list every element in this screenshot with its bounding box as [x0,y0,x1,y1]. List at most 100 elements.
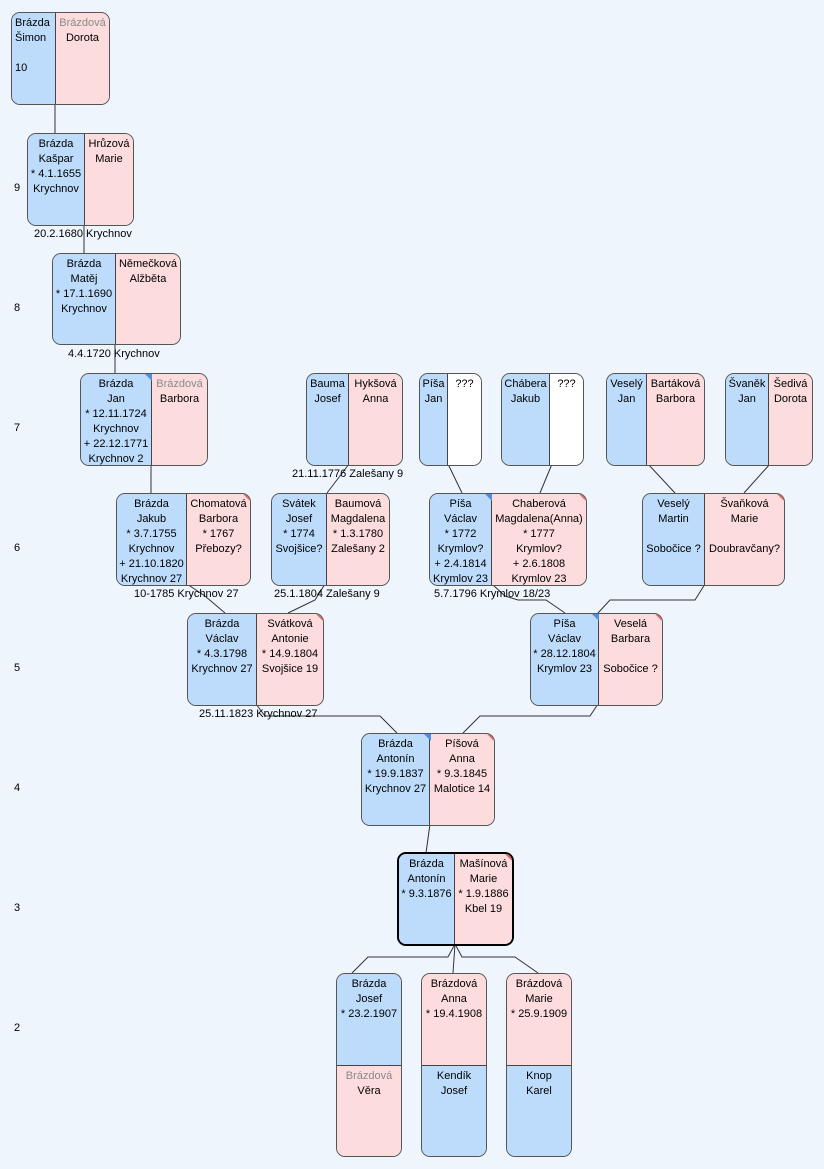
person-name: Veselý [610,378,643,390]
person-detail: Krychnov 27 [120,573,183,585]
marker-icon [316,614,323,621]
person-detail [705,527,784,542]
couple-card[interactable]: Brázda Kašpar * 4.1.1655 Krychnov Hrůzov… [27,133,134,226]
person-detail: Krymlov? [516,543,562,555]
selected-couple-card[interactable]: Brázda Antonín * 9.3.1876 Mašínová Marie… [397,852,514,946]
couple-card[interactable]: Bauma Josef Hykšová Anna [306,373,403,466]
couple-card[interactable]: Píša Jan ??? [419,373,482,466]
person-detail: * 12.11.1724 [85,408,147,420]
person-name: Chomatová [190,498,247,510]
person-detail: * 14.9.1804 [261,648,319,660]
person-detail: * 23.2.1907 [340,1008,398,1020]
couple-card[interactable]: Švaněk Jan Šedivá Dorota [725,373,813,466]
person-name: Švaňková [720,498,769,510]
person-detail: * 9.3.1845 [436,768,488,780]
person-detail: Kbel 19 [464,903,503,915]
person-name: Anna [449,753,475,765]
person-name: Barbora [159,393,200,405]
couple-card[interactable]: Píša Václav * 28.12.1804 Krymlov 23 Vese… [530,613,663,706]
person-name: Antonie [271,633,309,645]
person-name: Marie [730,513,759,525]
person-detail: 10 [15,62,28,74]
couple-card[interactable]: Brázda Václav * 4.3.1798 Krychnov 27 Svá… [187,613,324,706]
generation-label: 9 [14,182,21,194]
person-name: Mašínová [459,858,508,870]
couple-card[interactable]: Veselý Jan Bartáková Barbora [606,373,705,466]
person-name: Brázda [98,378,134,390]
person-name: Brázda [15,17,50,29]
person-name: Jakub [510,393,541,405]
person-name: Brázda [134,498,169,510]
couple-card[interactable]: Brázda Antonín * 19.9.1837 Krychnov 27 P… [361,733,495,826]
person-detail: * 17.1.1690 [55,288,113,300]
person-detail: Krychnov 27 [364,783,427,795]
child-card[interactable]: Brázdová Anna * 19.4.1908 Kendík Josef [421,973,487,1157]
child-card[interactable]: Brázda Josef * 23.2.1907 Brázdová Věra [336,973,402,1157]
person-detail [643,527,704,542]
couple-card[interactable]: Svátek Josef * 1774 Svojšice? Baumová Ma… [271,493,390,586]
couple-card[interactable]: Brázda Matěj * 17.1.1690 Krychnov Němečk… [52,253,181,345]
person-detail: * 19.9.1837 [367,768,424,780]
spouse-name: Kendík [436,1070,472,1082]
couple-card[interactable]: Chábera Jakub ??? [501,373,584,466]
person-name: Josef [355,993,383,1005]
person-name: Chaberová [512,498,566,510]
marker-icon [777,494,784,501]
person-detail: * 4.3.1798 [196,648,248,660]
marker-icon [592,614,599,621]
person-name: Matěj [70,273,98,285]
person-name: Brázdová [430,978,478,990]
person-detail: Krychnov [128,543,175,555]
generation-label: 3 [14,902,21,914]
marker-icon [579,494,586,501]
person-name: Marie [95,153,123,165]
person-name: Bartáková [650,378,701,390]
person-detail: * 1774 [283,528,315,540]
couple-card[interactable]: Brázda Šimon 10 Brázdová Dorota [11,12,110,105]
marriage-label: 25.1.1804 Zalešany 9 [274,588,380,600]
person-name: ??? [557,378,576,390]
couple-card[interactable]: Veselý Martin Sobočice ? Švaňková Marie … [642,493,785,586]
person-name: Magdalena(Anna) [495,513,583,525]
person-name: Dorota [65,32,100,44]
generation-label: 6 [14,542,21,554]
person-name: Veselý [657,498,690,510]
person-name: Kašpar [38,153,74,165]
person-name: Brázdová [59,17,106,29]
person-name: Josef [314,393,341,405]
person-detail: + 2.6.1808 [512,558,566,570]
person-detail: * 4.1.1655 [30,168,82,180]
generation-label: 4 [14,782,21,794]
person-name: Marie [469,873,498,885]
spouse-name: Josef [440,1085,468,1097]
person-name: Dorota [773,393,808,405]
person-name: Brázdová [515,978,563,990]
person-name: Josef [285,513,313,525]
person-name: Píša [449,498,472,510]
person-name: Píša [422,378,445,390]
person-name: Píšová [445,738,479,750]
person-name: Šedivá [773,378,808,390]
person-name: Bauma [310,378,345,390]
person-detail: * 1767 [202,528,235,540]
person-detail: + 22.12.1771 [83,438,149,450]
generation-label: 2 [14,1022,21,1034]
spouse-name: Knop [526,1070,552,1082]
couple-card[interactable]: Brázda Jakub * 3.7.1755 Krychnov + 21.10… [116,493,251,586]
marriage-label: 20.2.1680 Krychnov [34,228,132,240]
person-name: Antonín [407,873,446,885]
child-card[interactable]: Brázdová Marie * 25.9.1909 Knop Karel [506,973,572,1157]
person-name: Magdalena [330,513,386,525]
marriage-label: 21.11.1776 Zalešany 9 [292,468,404,480]
couple-card[interactable]: Píša Václav * 1772 Krymlov? + 2.4.1814 K… [429,493,587,586]
person-name: Baumová [334,498,382,510]
couple-card[interactable]: Brázda Jan * 12.11.1724 Krychnov + 22.12… [80,373,208,466]
person-name: Hrůzová [88,138,130,150]
person-detail: Krychnov 2 [88,453,144,465]
person-detail: Zalešany 2 [331,543,385,555]
person-name: Anna [362,393,389,405]
person-name: Jan [107,393,125,405]
person-detail: Krychnov 27 [191,663,253,675]
person-detail: Přebozy? [195,543,242,555]
